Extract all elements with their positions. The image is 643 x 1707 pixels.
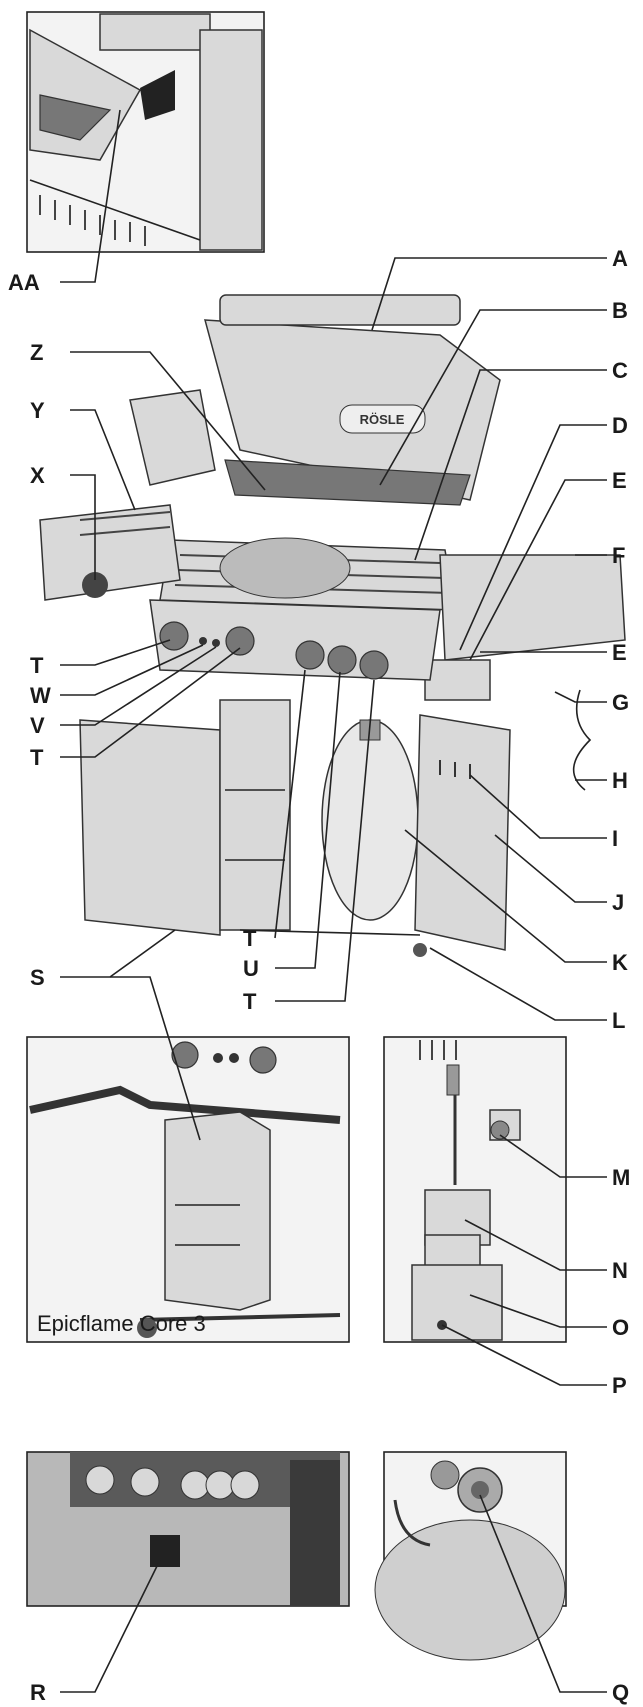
inset-caption: Epicflame Core 3 [37,1311,206,1336]
label-i: I [612,826,618,851]
label-k: K [612,950,628,975]
label-c: C [612,358,628,383]
label-r: R [30,1680,46,1705]
label-s: S [30,965,45,990]
label-o: O [612,1315,629,1340]
brand-logo: RÖSLE [360,412,405,427]
label-z: Z [30,340,43,365]
label-h: H [612,768,628,793]
label-a: A [612,246,628,271]
label-t-3: T [243,926,257,951]
inset-cabinet: Epicflame Core 3 [26,1036,350,1343]
label-n: N [612,1258,628,1283]
inset-ignition-box [383,1036,567,1343]
label-y: Y [30,398,45,423]
label-t-1: T [30,653,44,678]
label-e-lower: E [612,640,627,665]
label-t-2: T [30,745,44,770]
grill-main-illustration: RÖSLE [39,294,626,957]
label-q: Q [612,1680,629,1705]
label-u: U [243,956,259,981]
label-aa: AA [8,270,40,295]
label-l: L [612,1008,625,1033]
label-w: W [30,683,51,708]
label-e-upper: E [612,468,627,493]
label-g: G [612,690,629,715]
label-x: X [30,463,45,488]
inset-regulator [374,1451,567,1661]
label-v: V [30,713,45,738]
label-p: P [612,1373,627,1398]
inset-valve [26,1451,350,1607]
inset-drip-tray [26,11,265,253]
label-t-4: T [243,989,257,1014]
label-d: D [612,413,628,438]
label-f: F [612,543,625,568]
callout-labels: AA A B C D E F E G H I J K L Z Y X T W V… [8,246,630,1705]
label-j: J [612,890,624,915]
label-b: B [612,298,628,323]
label-m: M [612,1165,630,1190]
leader-lines [60,109,607,1693]
